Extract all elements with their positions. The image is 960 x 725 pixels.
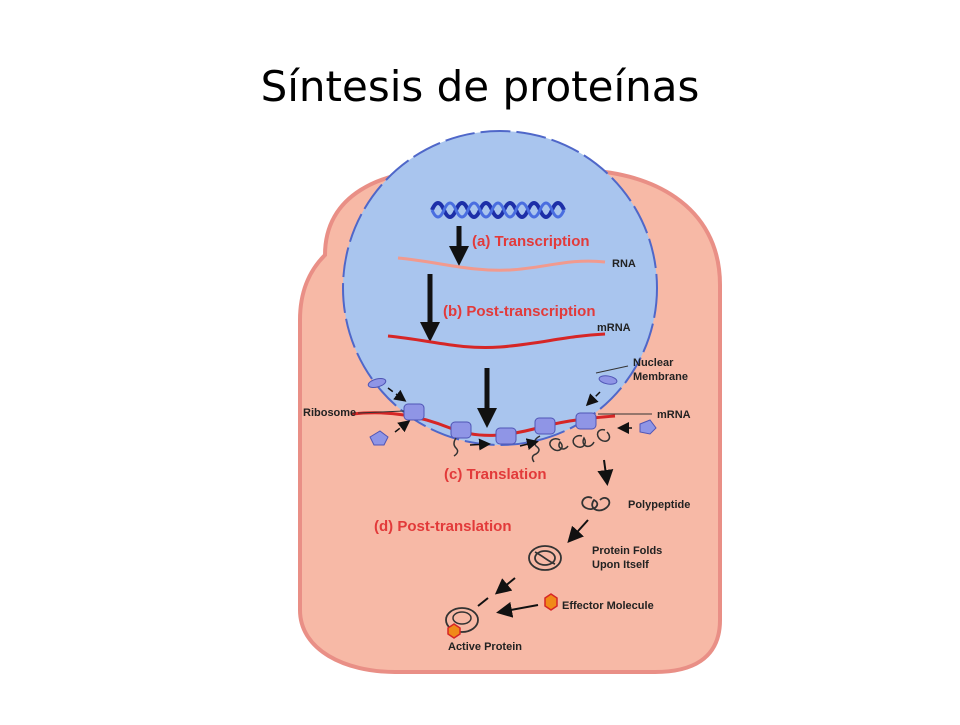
slide-title: Síntesis de proteínas bbox=[260, 62, 700, 111]
subunit-arrows bbox=[387, 387, 632, 434]
label-protein-folds-line2: Upon Itself bbox=[592, 559, 649, 571]
stage-post-transcription: (b) Post-transcription bbox=[443, 303, 596, 320]
label-effector-molecule: Effector Molecule bbox=[562, 600, 654, 612]
arrow-to-active bbox=[494, 577, 516, 595]
arrow-effector bbox=[496, 601, 539, 618]
folded-protein-icon bbox=[528, 545, 562, 571]
effector-molecule-icon bbox=[544, 593, 558, 611]
label-active-protein: Active Protein bbox=[448, 641, 522, 653]
translation-arrows bbox=[469, 438, 539, 451]
nucleus bbox=[342, 130, 658, 446]
label-ribosome: Ribosome bbox=[303, 407, 356, 419]
label-polypeptide: Polypeptide bbox=[628, 499, 690, 511]
label-rna: RNA bbox=[612, 258, 636, 270]
arrow-to-active-dash bbox=[477, 597, 489, 607]
mrna-strand-nucleus bbox=[387, 332, 606, 350]
ribosome-subunits bbox=[367, 375, 657, 446]
stage-transcription: (a) Transcription bbox=[472, 233, 590, 250]
label-nuclear-membrane-line2: Membrane bbox=[633, 371, 688, 383]
arrow-to-polypeptide bbox=[597, 459, 614, 486]
dna-helix-icon bbox=[430, 201, 566, 219]
stage-post-translation: (d) Post-translation bbox=[374, 518, 512, 535]
active-protein-icon bbox=[445, 607, 479, 639]
ribosomes-on-mrna bbox=[403, 403, 597, 445]
label-protein-folds-line1: Protein Folds bbox=[592, 545, 662, 557]
label-nuclear-membrane-line1: Nuclear bbox=[633, 357, 674, 369]
rna-strand bbox=[397, 256, 606, 272]
pointer-nuclear-membrane bbox=[595, 365, 629, 374]
arrow-to-folding bbox=[567, 519, 589, 543]
label-mrna-cytoplasm: mRNA bbox=[657, 409, 691, 421]
stage-translation: (c) Translation bbox=[444, 466, 547, 483]
label-mrna-nucleus: mRNA bbox=[597, 322, 631, 334]
pointer-ribosome bbox=[357, 410, 405, 414]
polypeptide-icon bbox=[581, 496, 611, 512]
